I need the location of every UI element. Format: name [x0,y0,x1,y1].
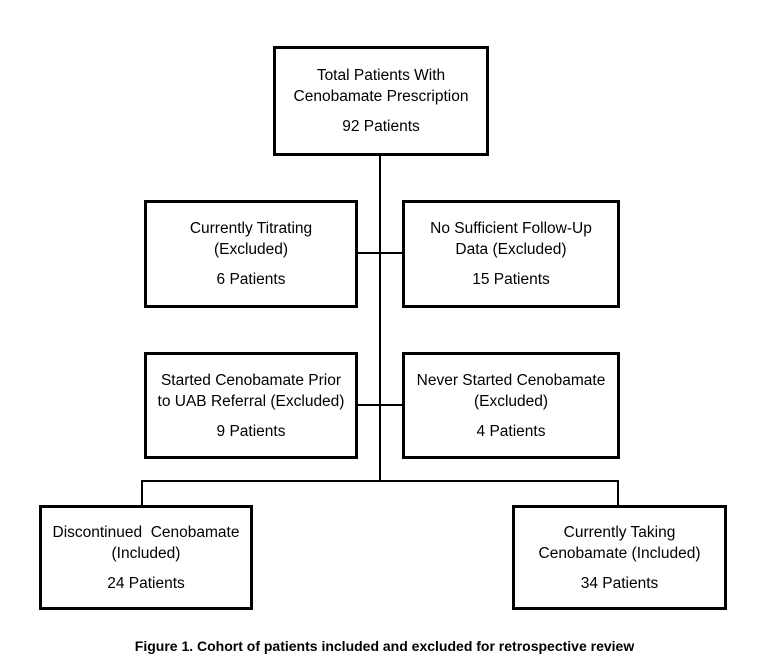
node-title-line: Total Patients With [316,67,446,84]
node-title-line: Discontinued Cenobamate [52,523,240,541]
node-title-line: No Sufficient Follow-Up [430,220,592,237]
node-title-line: Currently Taking [563,523,676,541]
node-count: 34 Patients [580,574,659,592]
node-count: 4 Patients [476,422,546,440]
flow-node-currently-titrating: Currently Titrating (Excluded) 6 Patient… [144,200,358,308]
node-title-line: (Excluded) [213,241,289,258]
node-title-line: Started Cenobamate Prior [160,371,342,389]
node-title: No Sufficient Follow-Up Data (Excluded) [430,218,592,260]
node-title-line: (Excluded) [473,392,549,410]
connector-row3-horizontal [358,404,402,406]
flow-node-no-followup-data: No Sufficient Follow-Up Data (Excluded) … [402,200,620,308]
connector-stub-right-vertical [617,480,619,505]
node-title-line: Data (Excluded) [455,241,567,258]
flow-node-started-prior-to-uab: Started Cenobamate Prior to UAB Referral… [144,352,358,459]
connector-stub-left-vertical [141,480,143,505]
node-title: Never Started Cenobamate (Excluded) [417,370,606,412]
node-title-line: Never Started Cenobamate [416,371,606,389]
node-count: 9 Patients [216,422,286,440]
node-title: Total Patients With Cenobamate Prescript… [294,65,469,107]
node-count: 15 Patients [472,271,550,288]
flow-node-currently-taking: Currently Taking Cenobamate (Included) 3… [512,505,727,610]
node-title: Currently Taking Cenobamate (Included) [539,522,701,564]
node-title: Currently Titrating (Excluded) [190,218,312,260]
node-title-line: Currently Titrating [189,220,313,237]
flow-node-discontinued: Discontinued Cenobamate (Included) 24 Pa… [39,505,253,610]
flow-node-never-started: Never Started Cenobamate (Excluded) 4 Pa… [402,352,620,459]
node-count: 6 Patients [216,271,286,288]
node-title-line: Cenobamate Prescription [293,88,469,105]
node-title-line: (Included) [111,544,181,562]
connector-spine-vertical [379,155,381,482]
node-title-line: to UAB Referral (Excluded) [157,392,345,410]
node-title-line: Cenobamate (Included) [538,544,701,562]
node-title: Started Cenobamate Prior to UAB Referral… [158,370,345,412]
connector-row2-horizontal [358,252,402,254]
node-count: 92 Patients [342,118,420,135]
connector-bottom-horizontal [141,480,619,482]
flow-node-total-patients: Total Patients With Cenobamate Prescript… [273,46,489,156]
node-title: Discontinued Cenobamate (Included) [53,522,240,564]
node-count: 24 Patients [107,574,185,592]
figure-caption: Figure 1. Cohort of patients included an… [134,638,635,654]
